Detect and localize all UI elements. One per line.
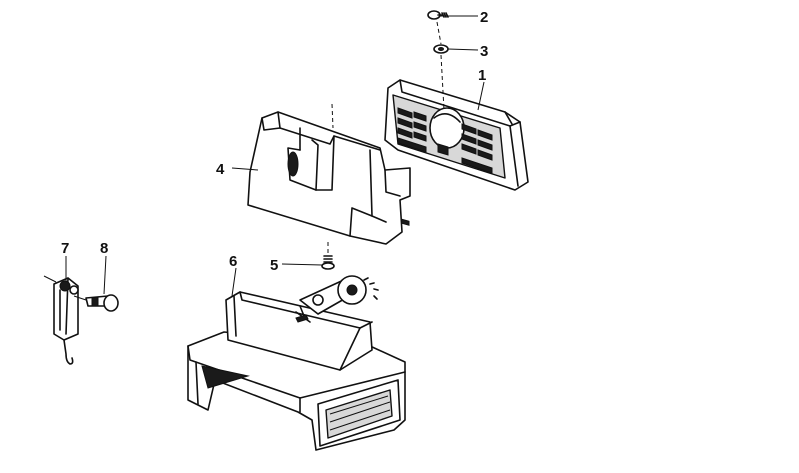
part-3-washer — [433, 44, 449, 54]
callout-6: 6 — [229, 253, 237, 270]
part-2-screw — [427, 10, 449, 20]
part-5-screw — [321, 242, 335, 270]
callout-4: 4 — [216, 161, 225, 178]
callout-5: 5 — [270, 257, 278, 274]
assembly-axis-top — [436, 21, 445, 111]
part-7-clip — [43, 275, 79, 365]
callout-8: 8 — [100, 240, 108, 257]
part-1-vent-grille — [384, 79, 529, 226]
part-4-duct-cover — [247, 103, 411, 245]
part-8-pin — [73, 294, 119, 312]
callout-7: 7 — [61, 240, 69, 257]
leader-lines — [65, 15, 485, 297]
callout-1: 1 — [478, 67, 486, 84]
callout-3: 3 — [480, 43, 488, 60]
callout-2: 2 — [480, 9, 488, 26]
part-6-air-box-housing — [187, 275, 406, 451]
